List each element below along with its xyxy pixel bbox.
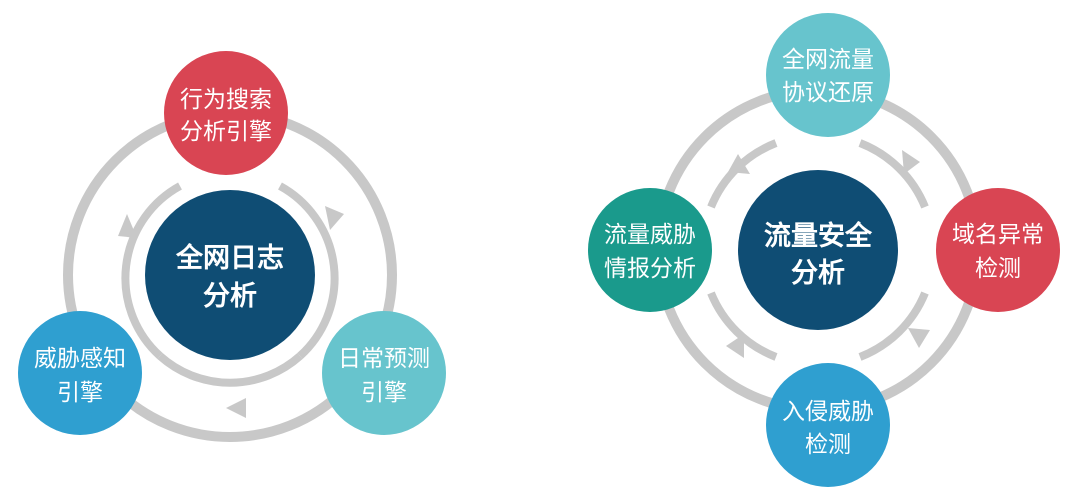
node-label-line-1: 全网流量 [782,47,874,73]
node-label-line-1: 流量威胁 [604,222,696,248]
arrow-top-left-icon [728,154,750,174]
node-circle [322,311,446,435]
node-label-line-1: 行为搜索 [180,87,272,113]
center-node: 全网日志 分析 [145,190,315,360]
log-analysis-cycle: 全网日志 分析 行为搜索 分析引擎 日常预测 引擎 威胁感知 引擎 [18,51,446,442]
inner-arc-left [121,182,182,359]
node-circle [936,188,1060,312]
node-protocol-restore: 全网流量 协议还原 [766,13,890,137]
node-circle [18,311,142,435]
node-circle [164,51,288,175]
center-label-line-2: 分析 [791,258,845,289]
arrow-left-icon [118,214,137,238]
node-label-line-2: 引擎 [361,380,407,406]
arrow-bottom-right-icon [908,328,930,348]
arrow-top-right-icon [902,150,920,174]
traffic-analysis-cycle: 流量安全 分析 全网流量 协议还原 域名异常 检测 入侵威胁 检测 流量威胁 情… [588,13,1060,487]
center-label-line-1: 全网日志 [175,242,284,274]
node-label-line-2: 引擎 [57,380,103,406]
inner-arc-bottom-left [707,291,778,361]
node-label-line-1: 日常预测 [338,346,430,372]
inner-arc-bottom-right [858,291,929,361]
node-domain-anomaly: 域名异常 检测 [936,188,1060,312]
center-circle [145,190,315,360]
node-circle [766,13,890,137]
inner-ring [121,182,339,387]
node-label-line-2: 情报分析 [604,256,696,282]
node-intrusion-detection: 入侵威胁 检测 [766,363,890,487]
center-node: 流量安全 分析 [738,170,898,330]
node-label-line-1: 入侵威胁 [782,399,874,425]
node-behavior-search: 行为搜索 分析引擎 [164,51,288,175]
center-circle [738,170,898,330]
inner-arc-bottom [157,353,303,387]
node-daily-prediction: 日常预测 引擎 [322,311,446,435]
node-label-line-2: 分析引擎 [180,119,272,145]
node-label-line-2: 协议还原 [782,80,874,106]
node-circle [588,188,712,312]
node-threat-intel: 流量威胁 情报分析 [588,188,712,312]
center-label-line-2: 分析 [203,281,257,312]
node-label-line-2: 检测 [805,432,851,458]
node-threat-perception: 威胁感知 引擎 [18,311,142,435]
node-label-line-2: 检测 [975,256,1021,282]
node-label-line-1: 域名异常 [952,222,1044,248]
center-label-line-1: 流量安全 [764,220,873,252]
node-circle [766,363,890,487]
inner-arc-right [278,182,339,359]
arrow-right-icon [325,206,344,230]
arrow-bottom-icon [226,398,246,418]
inner-arc-top-right [858,139,929,209]
arrow-bottom-left-icon [726,334,744,358]
node-label-line-1: 威胁感知 [34,346,126,372]
